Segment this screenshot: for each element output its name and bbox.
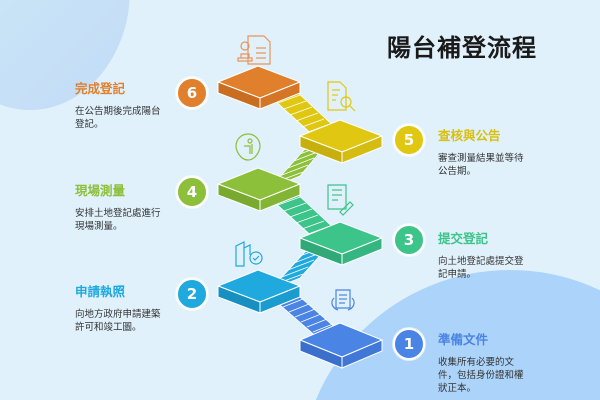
step-6-description: 在公告期後完成陽台登記。 xyxy=(75,106,161,130)
step-5-description: 審查測量結果並等待公告期。 xyxy=(438,153,524,177)
step-badge-2: 2 xyxy=(176,278,208,310)
step-3-title: 提交登記 xyxy=(438,231,489,246)
step-badge-1: 1 xyxy=(393,328,425,360)
step-badge-6: 6 xyxy=(176,77,208,109)
document-in-hands-icon xyxy=(331,289,355,311)
step-6-title: 完成登記 xyxy=(75,81,126,96)
step-badge-5: 5 xyxy=(393,124,425,156)
step-3-label: 提交登記 向土地登記處提交登記申請。 xyxy=(438,228,568,281)
step-2-description: 向地方政府申請建築許可和竣工圖。 xyxy=(75,309,161,333)
stair-platform-3 xyxy=(298,221,384,266)
stair-platform-6 xyxy=(216,65,302,110)
step-3-description: 向土地登記處提交登記申請。 xyxy=(438,256,524,280)
step-4-label: 現場測量 安排土地登記處進行現場測量。 xyxy=(75,180,205,233)
step-1-label: 準備文件 收集所有必要的文件，包括身份證和權狀正本。 xyxy=(438,329,568,395)
stair-platform-5 xyxy=(298,119,384,164)
step-1-title: 準備文件 xyxy=(438,332,489,347)
diagram-title: 陽台補登流程 xyxy=(387,34,537,62)
stamp-certificate-icon xyxy=(237,35,271,65)
step-6-label: 完成登記 在公告期後完成陽台登記。 xyxy=(75,78,205,131)
step-1-description: 收集所有必要的文件，包括身份證和權狀正本。 xyxy=(438,357,524,394)
step-5-label: 查核與公告 審查測量結果並等待公告期。 xyxy=(438,125,568,178)
building-check-icon xyxy=(235,241,263,267)
step-4-title: 現場測量 xyxy=(75,183,126,198)
stair-platform-1 xyxy=(298,322,384,369)
step-2-title: 申請執照 xyxy=(75,284,126,299)
step-2-label: 申請執照 向地方政府申請建築許可和竣工圖。 xyxy=(75,281,205,334)
stair-platform-4 xyxy=(216,167,302,212)
step-4-description: 安排土地登記處進行現場測量。 xyxy=(75,208,161,232)
stair-platform-2 xyxy=(216,269,302,314)
surveyor-location-icon xyxy=(235,133,261,161)
document-search-icon xyxy=(327,81,356,112)
step-badge-3: 3 xyxy=(393,224,425,256)
step-badge-4: 4 xyxy=(176,176,208,208)
step-5-title: 查核與公告 xyxy=(438,128,501,143)
sign-document-icon xyxy=(327,184,354,216)
